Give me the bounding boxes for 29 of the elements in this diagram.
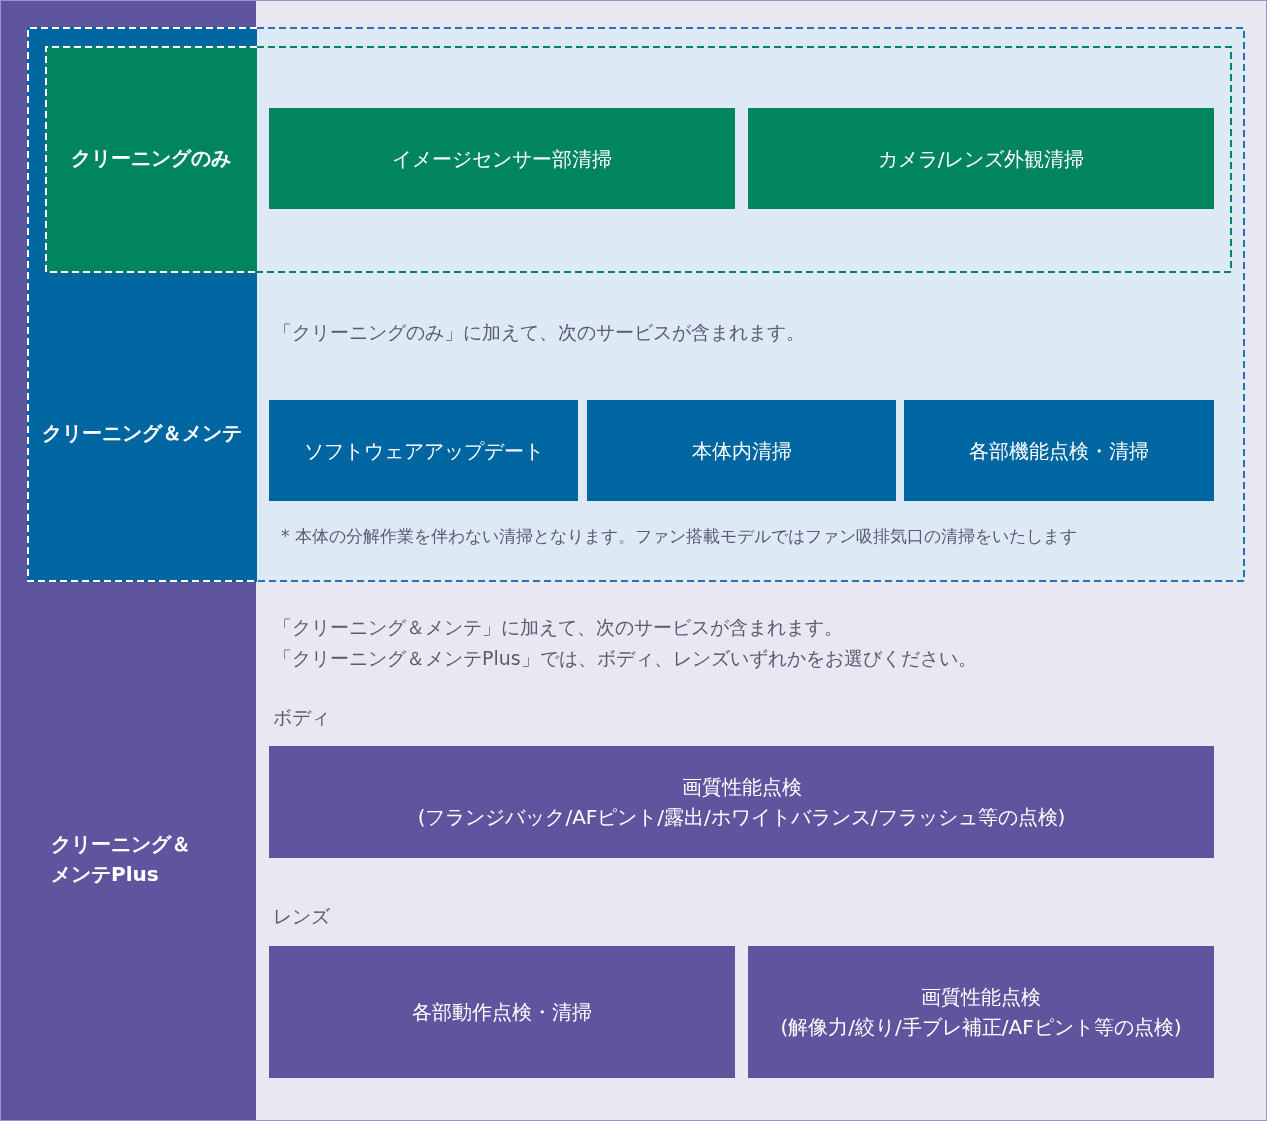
tier-heading: クリーニングのみ <box>70 145 232 172</box>
service-detail: (解像力/絞り/手ブレ補正/AFピント等の点検) <box>780 1014 1182 1041</box>
tier-heading: クリーニング＆メンテ <box>41 420 243 447</box>
service-box <box>269 108 735 209</box>
service-label: カメラ/レンズ外観清掃 <box>877 145 1085 173</box>
tier-heading: クリーニング＆メンテPlus <box>51 831 192 888</box>
service-detail: (フランジバック/AFピント/露出/ホワイトバランス/フラッシュ等の点検) <box>417 804 1066 831</box>
service-title: 画質性能点検 <box>681 774 802 801</box>
service-box <box>748 946 1214 1078</box>
service-box <box>748 108 1214 209</box>
section-heading: ボディ <box>273 705 330 730</box>
service-tier-panel <box>27 27 1245 582</box>
section-heading: レンズ <box>273 904 330 929</box>
footnote-text: * 本体の分解作業を伴わない清掃となります。ファン搭載モデルではファン吸排気口の清掃をいたします <box>281 525 1077 548</box>
note-text: 「クリーニングのみ」に加えて、次のサービスが含まれます。 <box>273 320 805 345</box>
service-box <box>904 400 1214 501</box>
service-box <box>269 746 1214 858</box>
service-title: 画質性能点検 <box>921 984 1041 1011</box>
service-label: 本体内清掃 <box>691 437 792 465</box>
service-box <box>587 400 896 501</box>
service-box <box>269 400 578 501</box>
service-label: ソフトウェアアップデート <box>303 437 544 465</box>
service-label: 各部動作点検・清掃 <box>412 999 592 1026</box>
service-label: イメージセンサー部清掃 <box>392 145 612 173</box>
service-label: 各部機能点検・清掃 <box>969 437 1149 465</box>
service-tier-panel <box>45 46 1232 273</box>
note-text: 「クリーニング＆メンテ」に加えて、次のサービスが含まれます。 <box>273 615 843 640</box>
service-box <box>269 946 735 1078</box>
note-text: 「クリーニング＆メンテPlus」では、ボディ、レンズいずれかをお選びください。 <box>273 646 977 671</box>
